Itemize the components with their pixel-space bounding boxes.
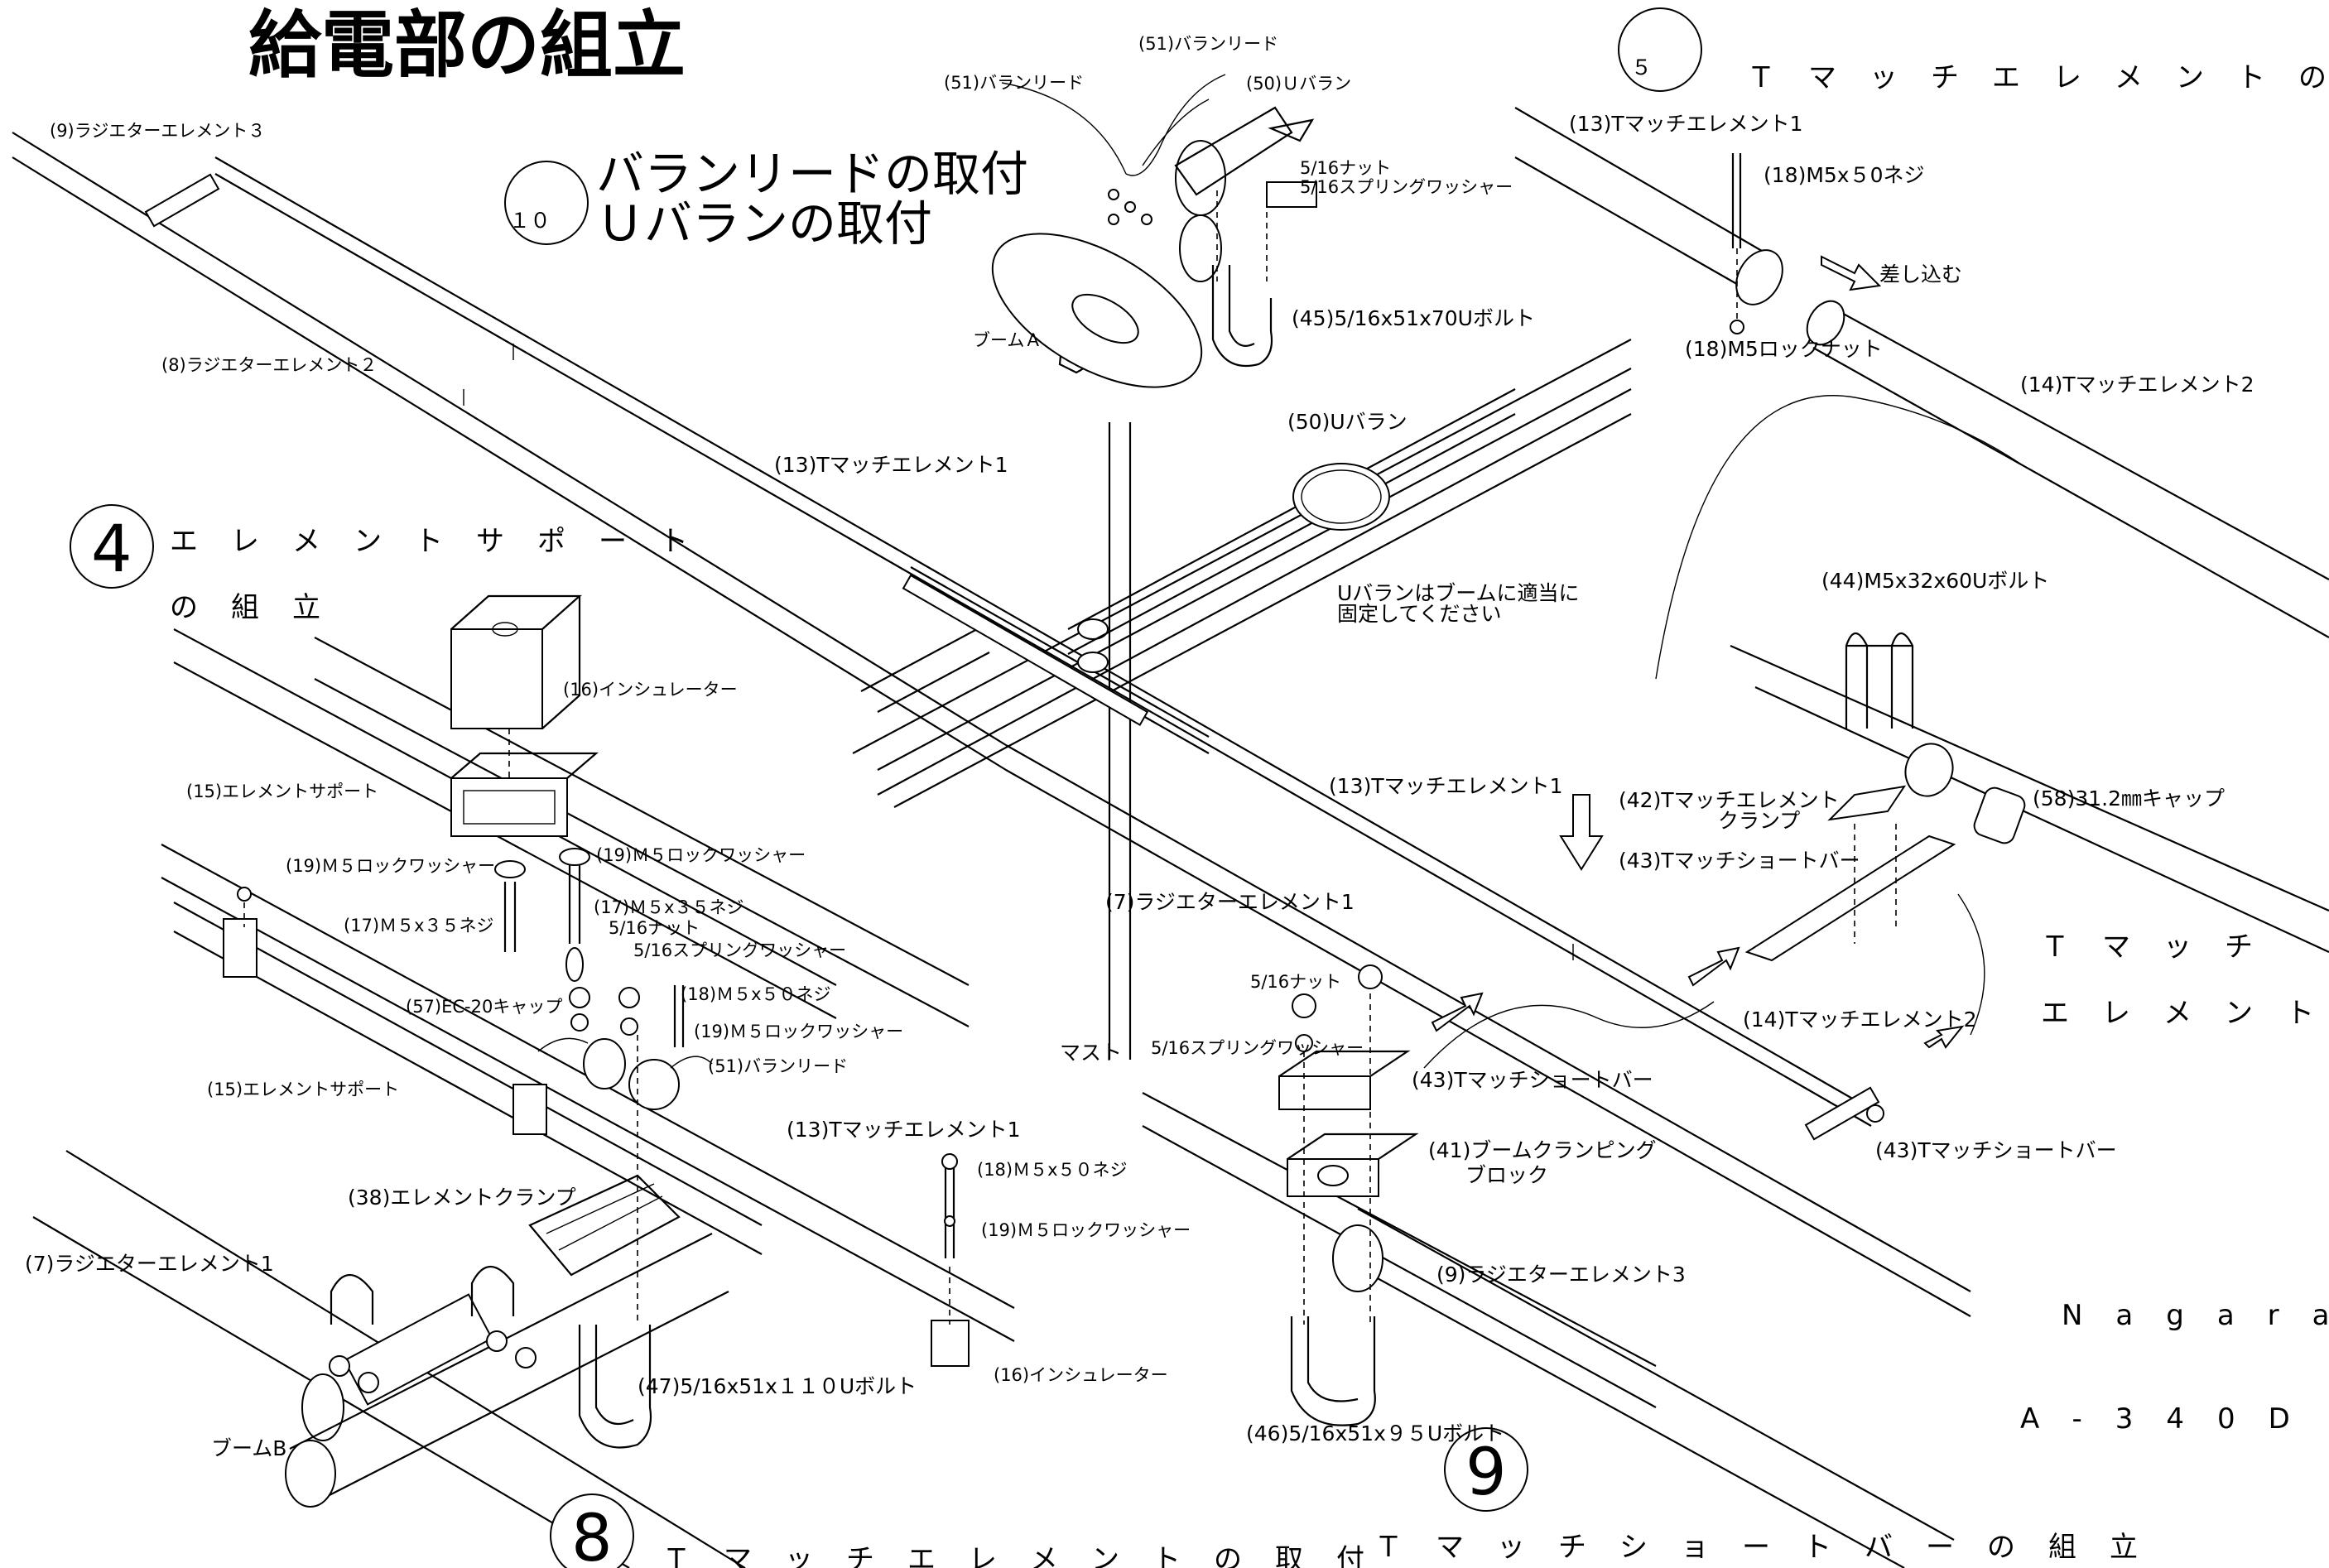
label-cap-312: (58)31.2㎜キャップ — [2033, 786, 2225, 810]
label-insulator-top: (16)インシュレーター — [563, 680, 738, 700]
label-ubolt-44: (44)M5x32x60Uボルト — [1821, 569, 2049, 593]
side-note-line2: エレメント側 — [2041, 997, 2329, 1030]
label-screw-m5x50-mid: (18)Ｍ５x５０ネジ — [681, 984, 831, 1004]
label-element-clamp: (38)エレメントクランプ — [348, 1186, 576, 1210]
label-element-support-bottom: (15)エレメントサポート — [207, 1080, 399, 1099]
label-radiator1-mid: (7)ラジエターエレメント1 — [1105, 890, 1355, 914]
label-insert: 差し込む — [1879, 262, 1962, 286]
label-tmatch1-mid2: (13)Tマッチエレメント1 — [787, 1118, 1021, 1142]
label-element-support-top: (15)エレメントサポート — [186, 782, 378, 801]
label-boom-a: ブームＡ — [973, 330, 1042, 350]
section-10-number: １０ — [509, 209, 551, 233]
label-lock-washer-left: (19)Ｍ５ロックワッシャー — [286, 856, 495, 876]
label-screw-m5x50-top: (18)M5x５0ネジ — [1764, 163, 1925, 187]
label-lock-nut-m5: (18)M5ロックナット — [1685, 337, 1883, 361]
label-lock-washer-right: (19)Ｍ５ロックワッシャー — [596, 845, 806, 865]
label-nut-516-right: 5/16ナット — [1250, 972, 1341, 992]
label-tmatch1-right: (13)Tマッチエレメント1 — [1329, 774, 1563, 798]
label-radiator1-left: (7)ラジエターエレメント1 — [25, 1252, 274, 1276]
label-ubolt-45: (45)5/16x51x70Uボルト — [1292, 306, 1535, 330]
label-tmatch-clamp-1: (42)Tマッチエレメント — [1619, 788, 1840, 812]
label-spring-washer-516-left: 5/16スプリングワッシャー — [633, 940, 846, 960]
mast — [1108, 422, 1132, 1060]
t-match-clamp-detail — [1423, 632, 2329, 1069]
short-bar-assembly-detail — [1142, 964, 1955, 1568]
section-4-line1: エレメントサポート — [170, 525, 721, 558]
label-tmatch-clamp-2: クランプ — [1718, 809, 1800, 833]
label-radiator2: (8)ラジエターエレメント２ — [161, 355, 377, 375]
label-radiator3-top: (9)ラジエターエレメント３ — [50, 121, 265, 141]
t-match-connection-detail — [1514, 107, 2329, 871]
section-10-line2: Ｕバランの取付 — [596, 195, 932, 252]
label-tmatch-short-bar-a: (43)Tマッチショートバー — [1619, 849, 1860, 873]
label-u-balun-top: (50)Ｕバラン — [1246, 74, 1351, 94]
section-4-number: 4 — [91, 512, 132, 587]
element-clamp-detail — [32, 1035, 746, 1568]
element-support-detail — [161, 594, 1015, 1367]
label-tmatch2-bottom: (14)Tマッチエレメント2 — [1743, 1008, 1977, 1032]
label-ubolt-46: (46)5/16x51x９５Uボルト — [1246, 1421, 1504, 1445]
label-nut-516-top: 5/16ナット — [1300, 158, 1391, 178]
boom-center — [852, 339, 1632, 808]
section-5-title: Ｔマッチエレメントの接続 — [1747, 61, 2329, 94]
label-lock-washer-mid: (19)Ｍ５ロックワッシャー — [694, 1022, 903, 1041]
label-boom-clamp-1: (41)ブームクランピング — [1428, 1138, 1657, 1162]
text-layer: 給電部の組立 １０ バランリードの取付 Ｕバランの取付 ５ Ｔマッチエレメントの… — [25, 2, 2329, 1568]
label-tmatch1-top: (13)Tマッチエレメント1 — [1569, 112, 1803, 136]
label-u-balun-note1: Uバランはブームに適当に — [1337, 581, 1580, 605]
label-spring-washer-516-top: 5/16スプリングワッシャー — [1300, 177, 1513, 197]
label-balun-lead-mid: (51)バランリード — [708, 1056, 848, 1076]
label-cap-ec20: (57)EC-20キャップ — [406, 997, 562, 1017]
label-tmatch2-top: (14)Tマッチエレメント2 — [2020, 373, 2254, 397]
label-radiator3-bottom: (9)ラジエターエレメント3 — [1436, 1263, 1686, 1287]
label-screw-m5x35-right: (17)Ｍ５x３５ネジ — [594, 897, 744, 917]
label-ubolt-47: (47)5/16x51x１１０Uボルト — [638, 1374, 917, 1398]
t-match-rods — [902, 388, 1516, 754]
section-5-number: ５ — [1631, 55, 1652, 79]
label-boom-clamp-2: ブロック — [1465, 1163, 1548, 1187]
balun-detail — [991, 74, 1317, 388]
label-tmatch-short-bar-c: (43)Tマッチショートバー — [1875, 1138, 2117, 1162]
page-title: 給電部の組立 — [248, 2, 686, 88]
label-mast: マスト — [1060, 1041, 1122, 1065]
label-insulator-bottom: (16)インシュレーター — [994, 1365, 1168, 1385]
label-balun-lead-a: (51)バランリード — [944, 73, 1084, 93]
step-badges — [70, 7, 1702, 1568]
brand-model: A-340D — [2020, 1402, 2323, 1436]
section-8-title: Ｔマッチエレメントの取付 — [662, 1543, 1398, 1568]
section-10-line1: バランリードの取付 — [596, 146, 1028, 202]
label-nut-516-left: 5/16ナット — [609, 918, 700, 938]
label-lock-washer-bottom: (19)Ｍ５ロックワッシャー — [981, 1220, 1191, 1240]
section-9-title: Ｔマッチショートバーの組立 — [1374, 1531, 2171, 1564]
label-u-balun-note2: 固定してください — [1337, 602, 1502, 626]
label-screw-m5x35-left: (17)Ｍ５x３５ネジ — [344, 916, 494, 936]
section-4-line2: の組立 — [170, 591, 354, 624]
brand-maker: Nagara — [2062, 1299, 2329, 1332]
section-9-number: 9 — [1465, 1436, 1507, 1510]
label-u-balun-mid: (50)Uバラン — [1287, 410, 1408, 434]
label-screw-m5x50-bottom: (18)Ｍ５x５０ネジ — [977, 1160, 1128, 1180]
label-tmatch-short-bar-b: (43)Tマッチショートバー — [1412, 1068, 1653, 1092]
section-8-number: 8 — [571, 1502, 613, 1568]
label-spring-washer-516-right: 5/16スプリングワッシャー — [1151, 1038, 1364, 1058]
label-boom-b: ブームB — [211, 1436, 286, 1460]
label-tmatch1-mid: (13)Tマッチエレメント1 — [774, 453, 1008, 477]
side-note-line1: Ｔマッチ — [2041, 931, 2286, 964]
label-balun-lead-b: (51)バランリード — [1138, 34, 1278, 54]
